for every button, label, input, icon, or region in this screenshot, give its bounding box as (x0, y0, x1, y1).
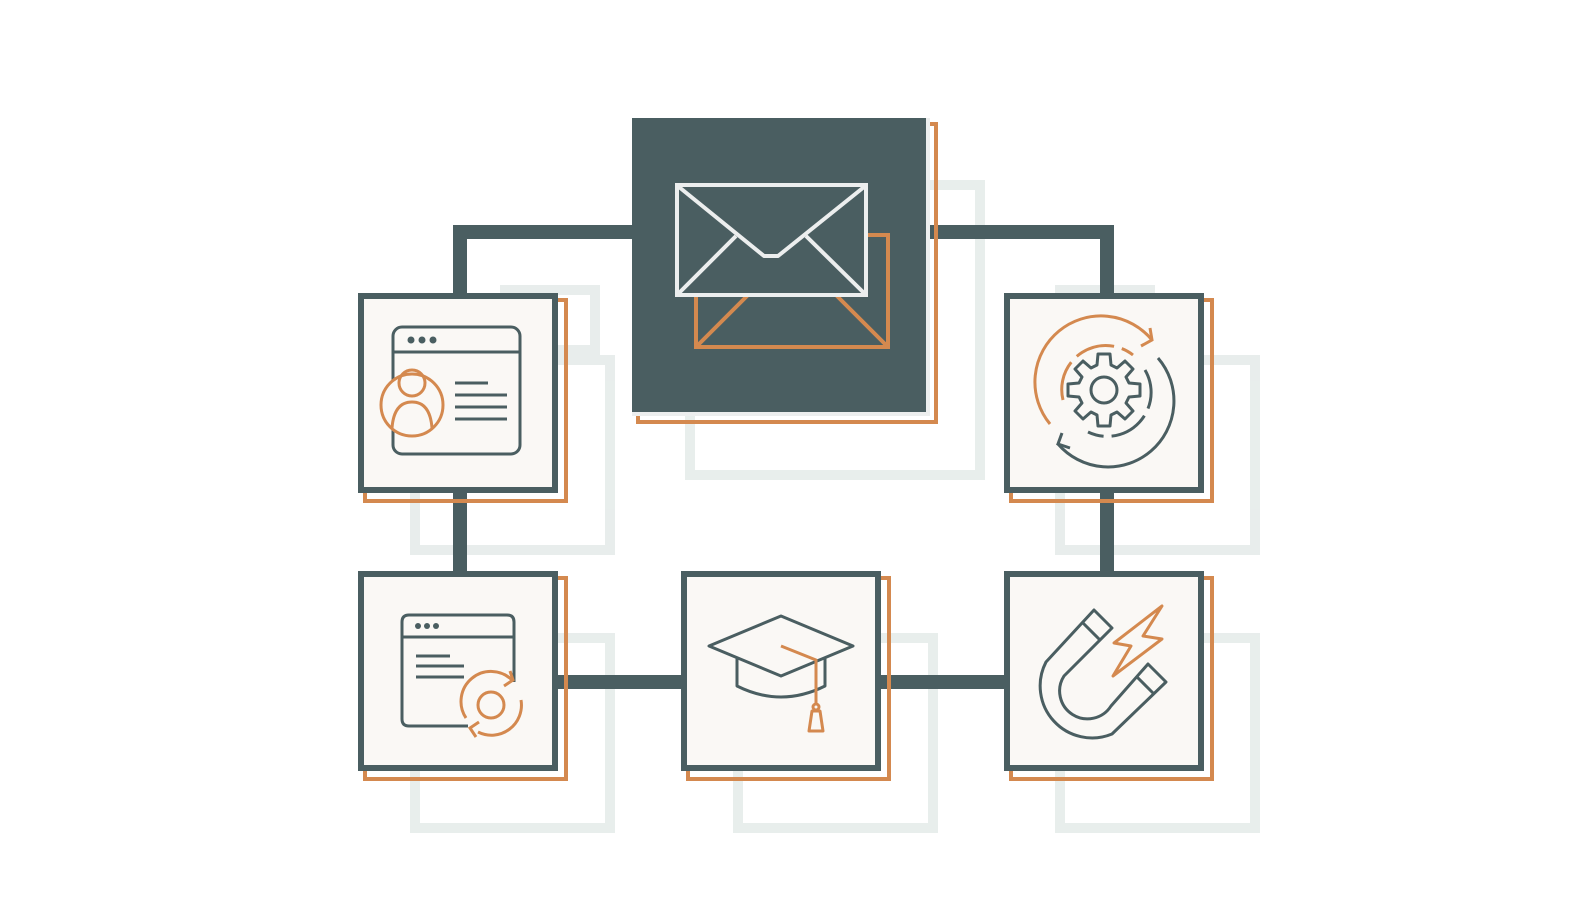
magnet-icon (1038, 604, 1168, 740)
node-profile (358, 293, 568, 503)
node-education (681, 571, 891, 781)
connector-email-to-profile (453, 225, 640, 298)
node-email (632, 118, 938, 424)
envelope-icon (675, 183, 890, 349)
node-automation (1004, 293, 1214, 503)
node-updates (358, 571, 568, 781)
gear-cycle-icon (1033, 314, 1176, 469)
graduation-cap-icon (707, 614, 855, 733)
webpage-refresh-icon (400, 613, 523, 738)
node-lead-magnet (1004, 571, 1214, 781)
connector-email-to-automation (928, 225, 1114, 298)
connector-lines (453, 225, 1114, 689)
user-profile-page-icon (379, 325, 522, 456)
